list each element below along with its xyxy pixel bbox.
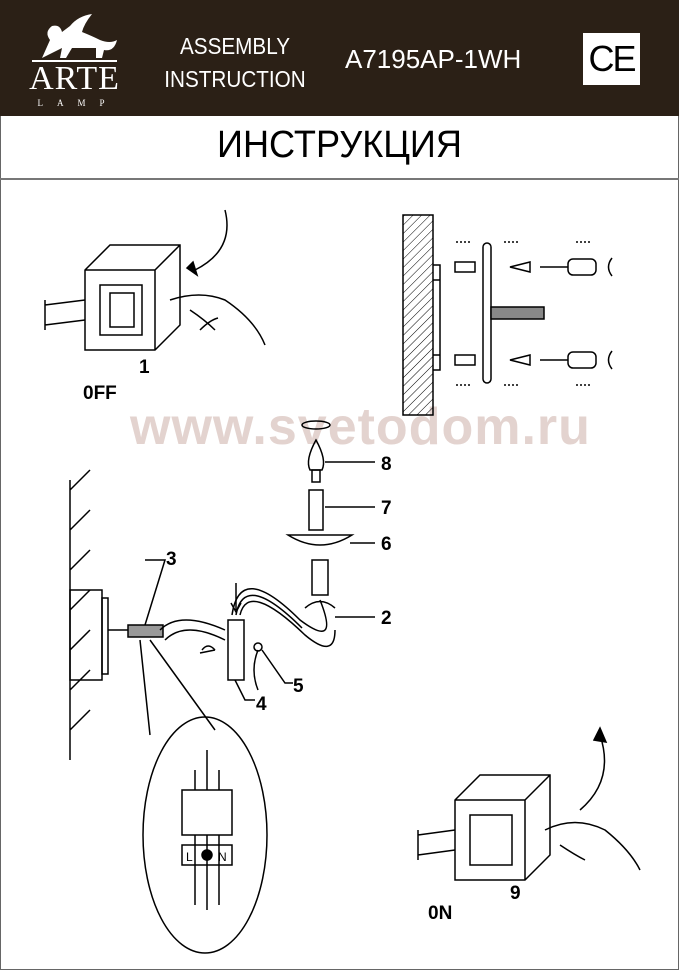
step9-state: 0N	[428, 903, 452, 924]
step9-number: 9	[510, 883, 521, 904]
part-5-label: 5	[293, 676, 304, 697]
release-arrow-icon	[579, 734, 606, 811]
leader-lines	[144, 461, 375, 701]
switch-on-illustration	[417, 726, 641, 881]
part-7-label: 7	[381, 498, 392, 519]
part-4-label: 4	[256, 694, 267, 715]
griffin-logo-icon	[32, 14, 117, 62]
press-arrow-icon	[194, 209, 228, 271]
watermark: www.svetodom.ru	[130, 398, 591, 456]
part-8-label: 8	[381, 454, 392, 475]
part-6-label: 6	[381, 534, 392, 555]
ce-mark: CE	[583, 33, 640, 85]
logo-subtext: LAMP	[37, 98, 119, 108]
switch-off-illustration	[44, 209, 266, 351]
part-3-label: 3	[166, 549, 177, 570]
wiring-detail	[139, 639, 268, 954]
step1-state: 0FF	[83, 383, 117, 404]
part-2-label: 2	[381, 608, 392, 629]
lamp-arm	[127, 420, 355, 691]
mounting-detail	[402, 214, 613, 416]
step1-number: 1	[139, 357, 150, 378]
logo-text: ARTE	[29, 60, 120, 97]
header-band: ARTE LAMP ASSEMBLY INSTRUCTION A7195AP-1…	[0, 0, 679, 116]
doc-type-line2: INSTRUCTION	[164, 66, 306, 92]
wire-live-label: L	[186, 850, 193, 864]
wire-neutral-label: N	[218, 850, 227, 864]
doc-type-line1: ASSEMBLY	[179, 33, 291, 59]
doc-type: ASSEMBLY INSTRUCTION	[163, 30, 307, 96]
model-number: A7195AP-1WH	[345, 44, 522, 74]
divider	[0, 178, 679, 180]
page-title: ИНСТРУКЦИЯ	[217, 124, 462, 166]
brand-logo: ARTE LAMP	[22, 10, 127, 110]
wall-section	[69, 469, 130, 760]
